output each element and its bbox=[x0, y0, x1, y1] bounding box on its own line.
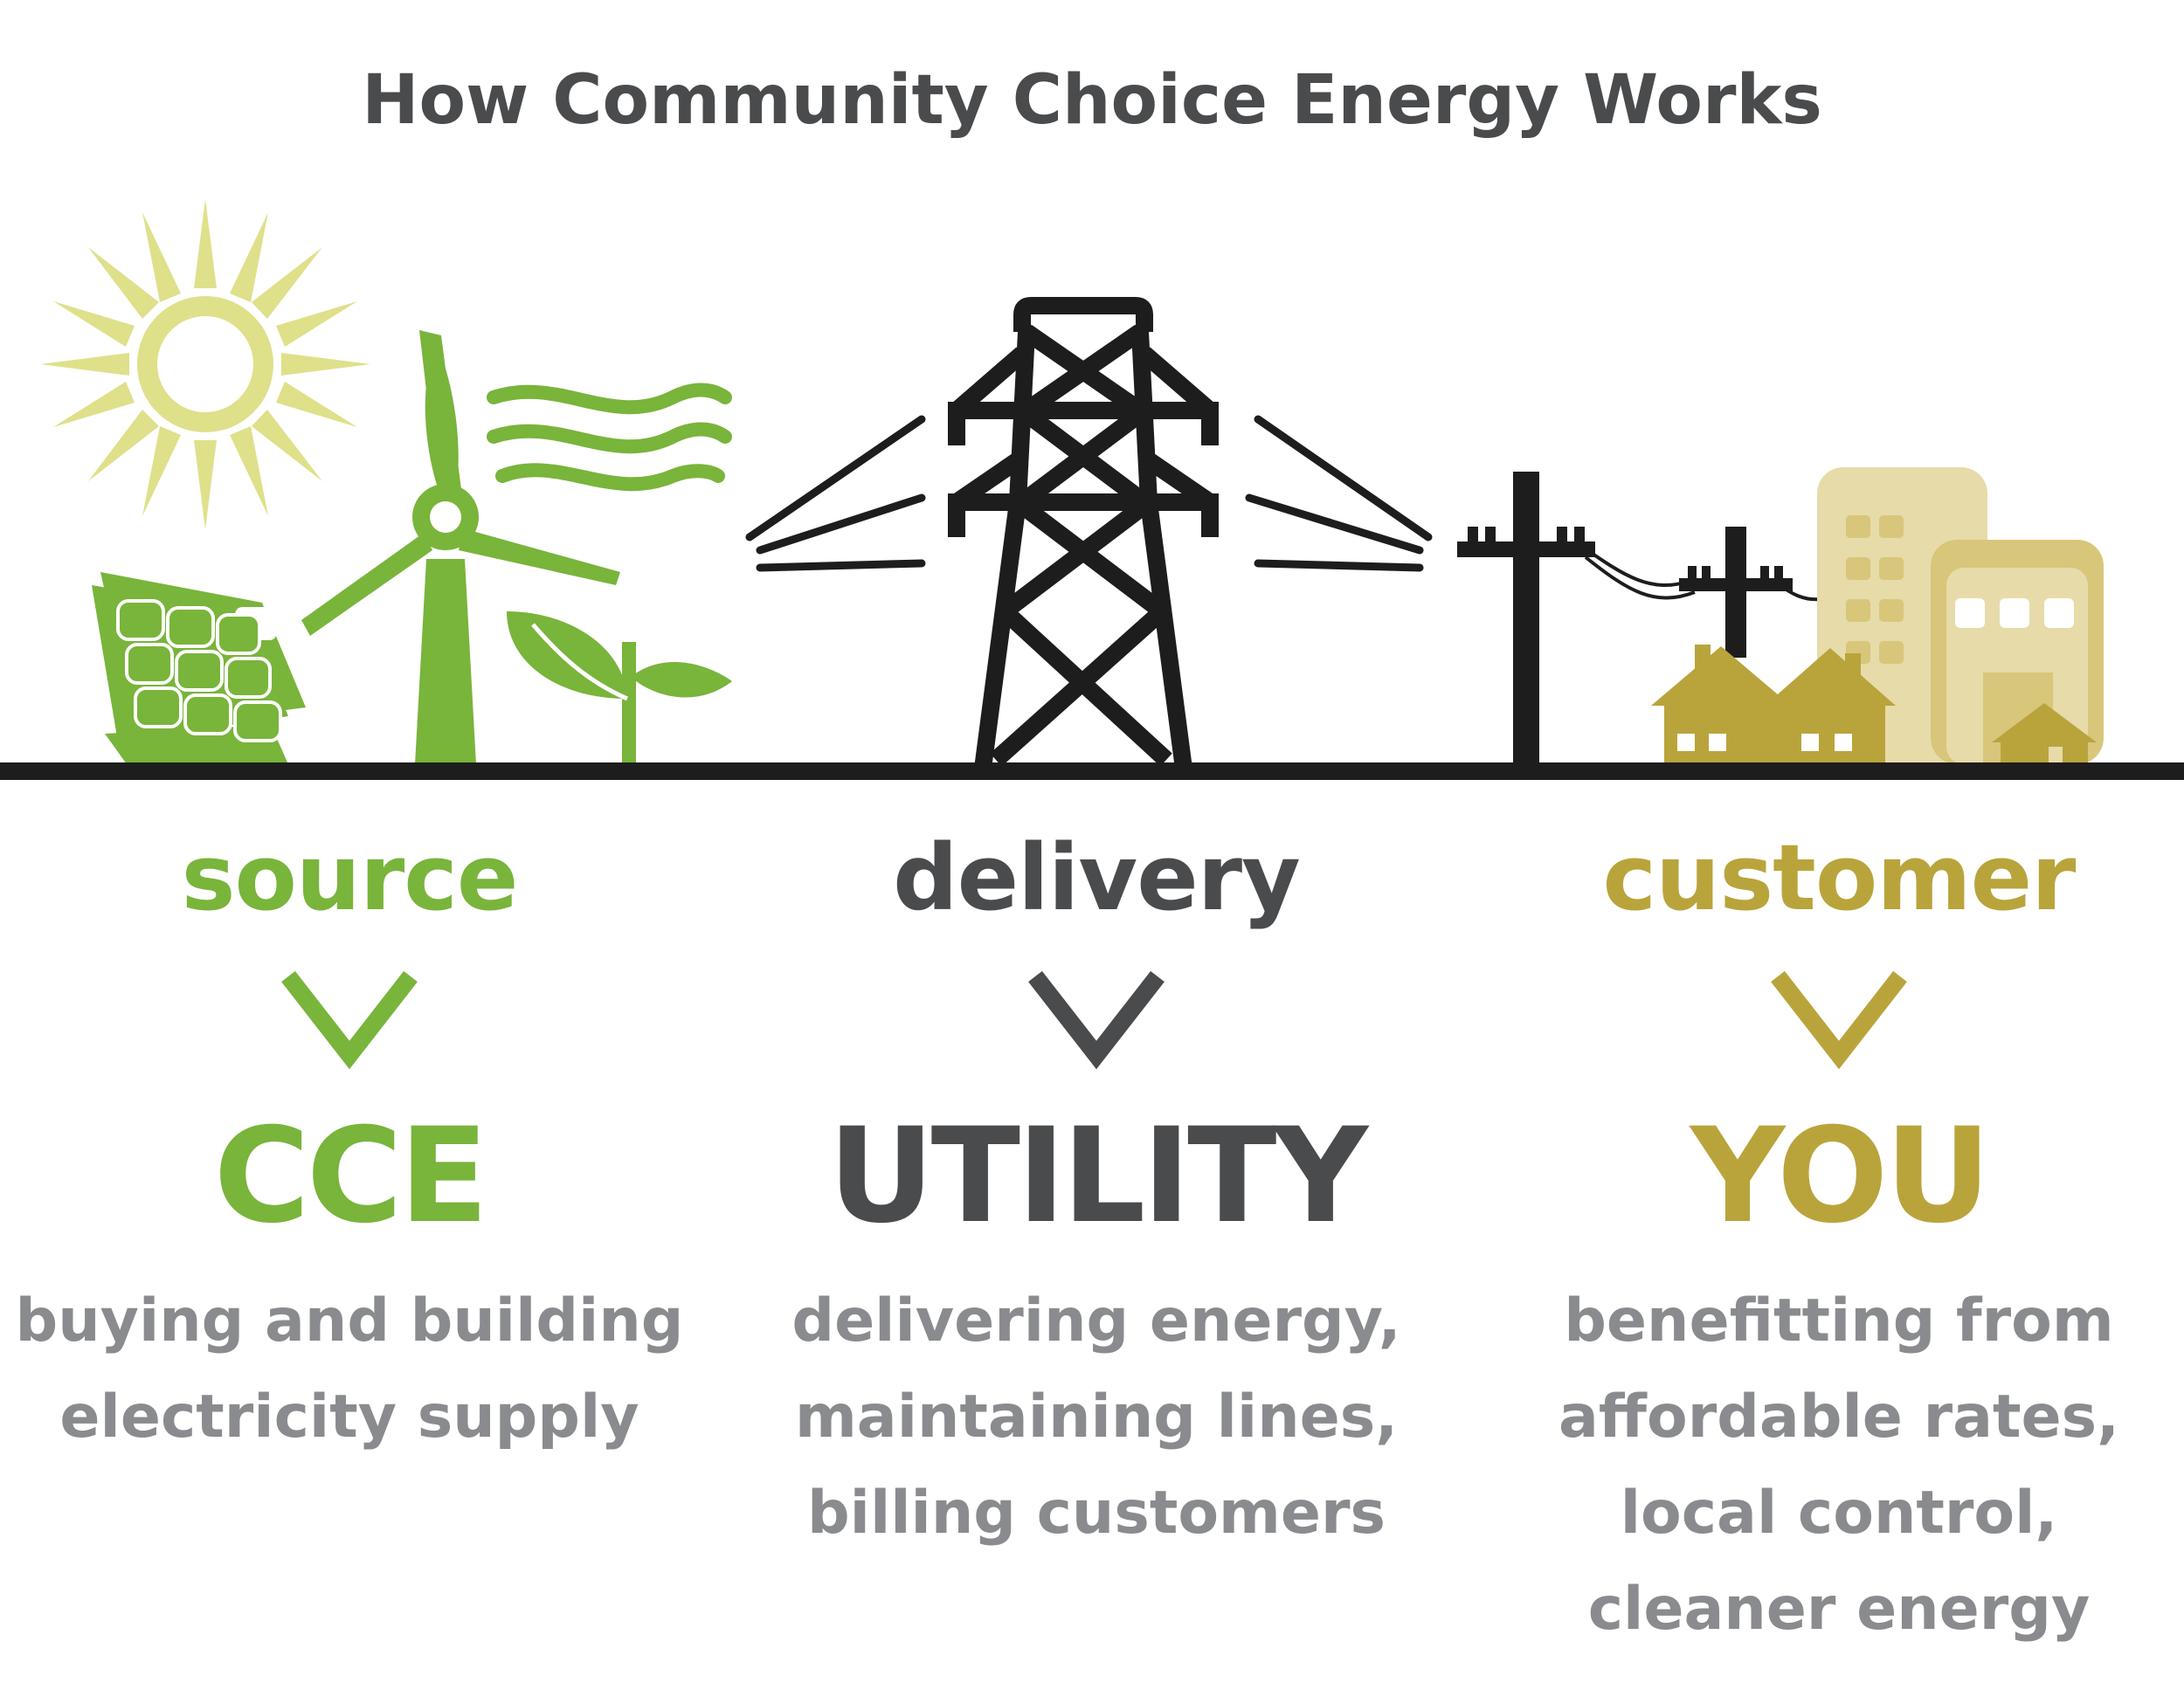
sprout-icon bbox=[507, 611, 732, 764]
transmission-tower-icon bbox=[948, 297, 1219, 770]
chevron-down-icon bbox=[281, 970, 418, 1070]
wind-waves-icon bbox=[487, 383, 732, 492]
power-line-icon bbox=[745, 415, 1433, 572]
stage-delivery: delivery UTILITY delivering energy, main… bbox=[729, 821, 1463, 1562]
utility-pole-icon bbox=[1457, 472, 1793, 764]
house-icon bbox=[1992, 703, 2097, 764]
party-utility: UTILITY bbox=[827, 1100, 1368, 1252]
description-line: benefitting from bbox=[1564, 1286, 2114, 1355]
description-line: buying and building bbox=[15, 1286, 684, 1355]
stage-description-source: buying and building electricity supply bbox=[0, 1273, 716, 1466]
stage-description-delivery: delivering energy, maintaining lines, bi… bbox=[729, 1273, 1463, 1562]
solar-panel-icon bbox=[92, 572, 306, 764]
house-icon bbox=[1765, 648, 1896, 764]
description-line: maintaining lines, bbox=[794, 1383, 1399, 1452]
energy-flow-illustration bbox=[0, 199, 2184, 780]
ground-line bbox=[0, 762, 2184, 780]
diagram-title: How Community Choice Energy Works bbox=[362, 61, 1822, 140]
chevron-down-icon bbox=[1771, 970, 1907, 1070]
stage-source: source CCE buying and building electrici… bbox=[0, 821, 716, 1466]
stage-label-source: source bbox=[181, 824, 519, 931]
party-you: YOU bbox=[1690, 1100, 1992, 1252]
stage-label-customer: customer bbox=[1602, 824, 2077, 931]
stage-customer: customer YOU benefitting from affordable… bbox=[1472, 821, 2184, 1658]
stage-label-delivery: delivery bbox=[893, 824, 1301, 931]
stage-description-customer: benefitting from affordable rates, local… bbox=[1472, 1273, 2184, 1658]
description-line: billing customers bbox=[806, 1479, 1386, 1548]
description-line: electricity supply bbox=[59, 1383, 639, 1452]
sun-icon bbox=[40, 199, 370, 529]
wind-turbine-icon bbox=[301, 330, 620, 764]
party-cce: CCE bbox=[213, 1100, 489, 1252]
house-icon bbox=[1651, 645, 1791, 764]
description-line: cleaner energy bbox=[1587, 1575, 2091, 1644]
power-line-icon bbox=[1579, 544, 1822, 602]
description-line: delivering energy, bbox=[791, 1286, 1401, 1355]
chevron-down-icon bbox=[1028, 970, 1165, 1070]
description-line: local control, bbox=[1620, 1479, 2058, 1548]
description-line: affordable rates, bbox=[1559, 1383, 2119, 1452]
